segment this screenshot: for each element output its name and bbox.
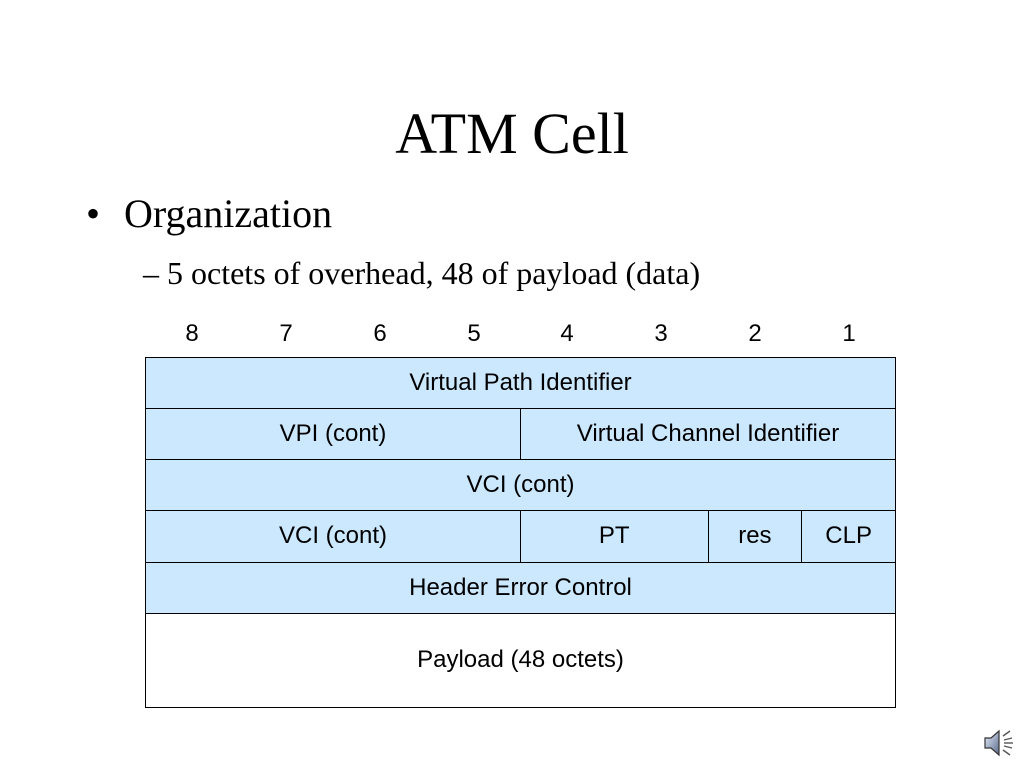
field-vci-cont: VCI (cont) bbox=[145, 459, 896, 512]
bit-label-4: 4 bbox=[560, 320, 574, 347]
field-virtual-channel-identifier: Virtual Channel Identifier bbox=[520, 408, 896, 461]
field-virtual-path-identifier: Virtual Path Identifier bbox=[145, 356, 896, 410]
bit-position-labels: 8 7 6 5 4 3 2 1 bbox=[145, 318, 896, 350]
octet-row-3: VCI (cont) bbox=[145, 459, 896, 512]
bit-label-1: 1 bbox=[842, 320, 856, 347]
field-res: res bbox=[707, 510, 803, 563]
bit-label-3: 3 bbox=[654, 320, 668, 347]
octet-row-1: Virtual Path Identifier bbox=[145, 356, 896, 410]
field-vpi-cont: VPI (cont) bbox=[145, 408, 521, 461]
slide-title: ATM Cell bbox=[395, 101, 629, 166]
speaker-icon[interactable] bbox=[982, 726, 1016, 760]
octet-row-4: VCI (cont) PT res CLP bbox=[145, 510, 896, 563]
field-vci-cont-2: VCI (cont) bbox=[145, 510, 521, 563]
payload-row: Payload (48 octets) bbox=[145, 612, 896, 709]
field-payload: Payload (48 octets) bbox=[145, 612, 896, 709]
bit-label-6: 6 bbox=[373, 320, 387, 347]
bit-label-2: 2 bbox=[748, 320, 762, 347]
bullet-item: • Organization bbox=[86, 190, 332, 238]
field-clp: CLP bbox=[801, 510, 896, 563]
sub-bullet-text: – 5 octets of overhead, 48 of payload (d… bbox=[143, 255, 701, 291]
field-header-error-control: Header Error Control bbox=[145, 561, 896, 614]
octet-row-2: VPI (cont) Virtual Channel Identifier bbox=[145, 408, 896, 461]
bit-label-5: 5 bbox=[467, 320, 481, 347]
bit-label-7: 7 bbox=[279, 320, 293, 347]
atm-cell-diagram: Virtual Path Identifier VPI (cont) Virtu… bbox=[145, 356, 896, 709]
octet-row-5: Header Error Control bbox=[145, 561, 896, 614]
field-pt: PT bbox=[520, 510, 709, 563]
bullet-text: Organization bbox=[124, 191, 333, 236]
bullet-dot: • bbox=[86, 191, 101, 236]
bit-label-8: 8 bbox=[185, 320, 199, 347]
